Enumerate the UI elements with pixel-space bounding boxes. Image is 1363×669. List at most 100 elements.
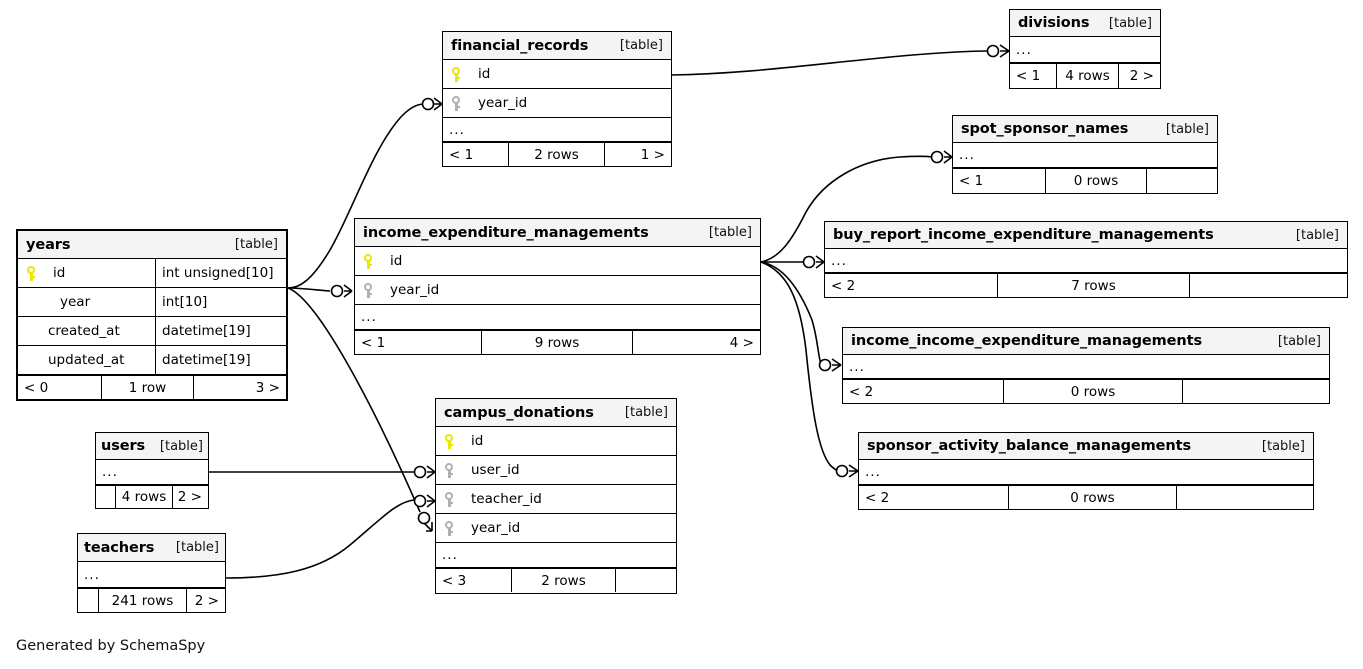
footer-rowcount: 0 rows [1046,169,1147,193]
column-cell: year_id [436,520,676,536]
column-row-user_id[interactable]: user_id [436,456,676,485]
table-name: years [26,236,71,253]
column-row-year_id[interactable]: year_id [355,276,760,305]
column-row-teacher_id[interactable]: teacher_id [436,485,676,514]
table-income_expenditure_managements[interactable]: income_expenditure_managements [table] i… [354,218,761,355]
edge-endpoint-circle [818,358,832,372]
column-name: id [53,265,66,281]
ellipsis-label: ... [831,252,847,269]
edge-endpoint-circle [835,464,849,478]
table-footer: < 0 1 row 3 > [18,375,286,400]
table-header: teachers [table] [78,534,225,562]
column-name: year_id [390,282,440,298]
edge-financial_records-divisions [670,50,989,76]
column-cell: id [355,253,760,269]
column-row-year_id[interactable]: year_id [443,89,671,118]
ellipsis-label: ... [865,464,881,480]
table-name: income_income_expenditure_managements [851,333,1202,349]
crowfoot [831,358,842,372]
ellipsis-label: ... [1016,41,1032,58]
column-cell: year_id [443,95,671,111]
table-divisions[interactable]: divisions [table] ... < 1 4 rows 2 > [1009,9,1161,89]
column-row-id[interactable]: id [443,60,671,89]
table-spot_sponsor_names[interactable]: spot_sponsor_names [table] ... < 1 0 row… [952,115,1218,194]
crowfoot [433,97,443,111]
footer-rowcount: 9 rows [482,331,633,354]
table-buy_report_income_expenditure_managements[interactable]: buy_report_income_expenditure_management… [824,221,1348,298]
table-ellipsis-row: ... [96,460,208,485]
edge-teachers-campus_donations [225,499,415,579]
ellipsis-label: ... [442,547,458,563]
edge-endpoint-circle [413,465,427,479]
column-row-id[interactable]: id int unsigned[10] [18,259,286,288]
primary-key-icon [26,265,37,281]
table-name: spot_sponsor_names [961,121,1129,137]
edge-endpoint-circle [802,255,816,269]
table-name: financial_records [451,37,589,54]
table-sponsor_activity_balance_managements[interactable]: sponsor_activity_balance_managements [ta… [858,432,1314,510]
table-header: income_income_expenditure_managements [t… [843,328,1329,355]
column-cell: teacher_id [436,491,676,507]
crowfoot [943,150,953,164]
table-income_income_expenditure_managements[interactable]: income_income_expenditure_managements [t… [842,327,1330,404]
primary-key-icon [451,66,462,82]
edge-endpoint-circle [417,511,431,525]
table-tag: [table] [159,438,203,454]
edge-endpoint-circle [930,150,944,164]
footer-children: 1 > [640,146,665,163]
table-teachers[interactable]: teachers [table] ... 241 rows 2 > [77,533,226,613]
column-row-id[interactable]: id [355,247,760,276]
footer-parents: < 3 [436,569,512,592]
footer-parents: < 1 [1010,64,1057,88]
column-name: id [390,253,403,269]
table-years[interactable]: years [table] id int unsigned[10] year i… [16,229,288,401]
column-name: user_id [471,462,520,478]
table-name: sponsor_activity_balance_managements [867,438,1191,454]
table-footer: < 1 0 rows [953,168,1217,193]
table-header: sponsor_activity_balance_managements [ta… [859,433,1313,460]
footer-children: 2 > [1129,68,1154,84]
footer-rowcount: 4 rows [116,486,173,508]
table-tag: [table] [708,225,752,240]
table-financial_records[interactable]: financial_records [table] id year_id ...… [442,31,672,167]
table-name: campus_donations [444,404,594,421]
column-row-id[interactable]: id [436,427,676,456]
footer-rowcount: 0 rows [1004,380,1183,403]
footer-children [616,569,676,592]
column-name: updated_at [48,352,125,368]
column-cell: created_at [18,323,155,339]
table-header: income_expenditure_managements [table] [355,219,760,247]
footer-rowcount: 0 rows [1009,486,1177,509]
diagram-caption: Generated by SchemaSpy [16,638,206,654]
ellipsis-label: ... [959,147,975,163]
table-ellipsis-row: ... [859,460,1313,485]
edge-endpoint-circle [986,44,1000,58]
table-users[interactable]: users [table] ... 4 rows 2 > [95,432,209,509]
foreign-key-icon [451,95,462,111]
footer-parents: < 2 [843,380,1004,403]
table-campus_donations[interactable]: campus_donations [table] id user_id teac… [435,398,677,594]
column-row-year_id[interactable]: year_id [436,514,676,543]
footer-parents: < 0 [18,376,102,400]
column-name: year_id [478,95,528,111]
table-name: income_expenditure_managements [363,224,649,241]
table-tag: [table] [1261,438,1305,454]
table-ellipsis-row: ... [355,305,760,330]
edge-endpoint-circle [413,494,427,508]
footer-rowcount: 2 rows [512,569,616,592]
crowfoot [426,465,436,479]
table-footer: < 1 9 rows 4 > [355,330,760,354]
footer-children [1190,274,1347,297]
table-tag: [table] [1165,121,1209,137]
column-cell: year [18,294,155,310]
column-row-updated_at[interactable]: updated_at datetime[19] [18,346,286,375]
ellipsis-label: ... [84,566,100,583]
table-tag: [table] [234,237,278,252]
column-row-created_at[interactable]: created_at datetime[19] [18,317,286,346]
ellipsis-label: ... [449,121,465,138]
column-row-year[interactable]: year int[10] [18,288,286,317]
table-footer: < 1 4 rows 2 > [1010,63,1160,88]
footer-parents: < 1 [443,143,509,166]
table-tag: [table] [1295,227,1339,243]
primary-key-icon [444,433,455,449]
